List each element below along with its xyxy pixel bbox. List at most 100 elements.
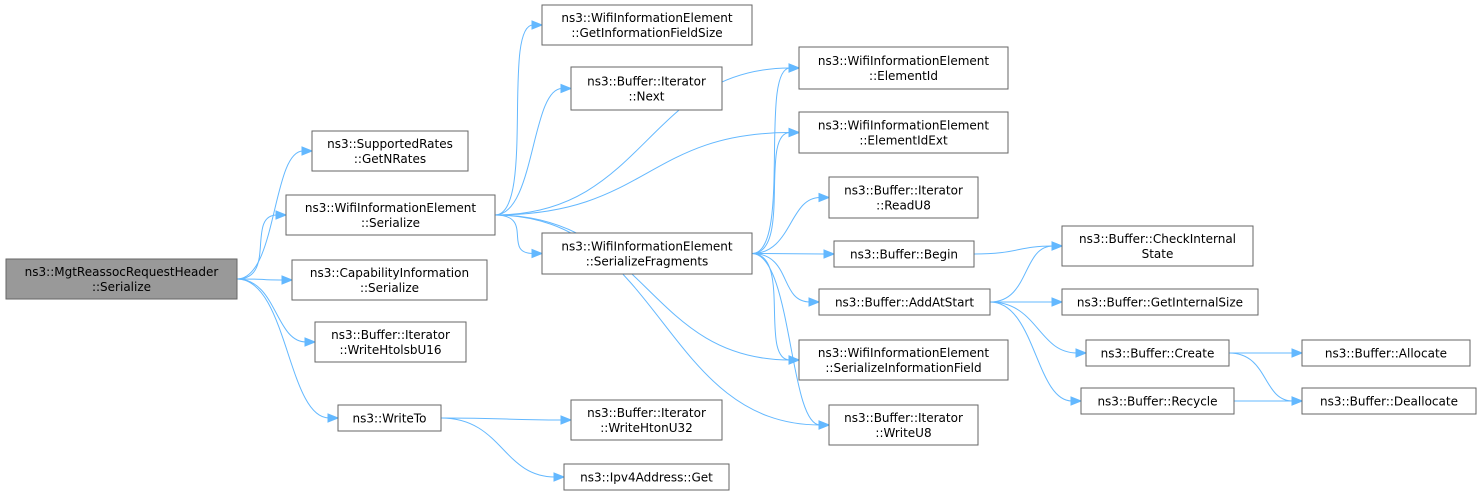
node-wie-serialize[interactable]: ns3::WifiInformationElement::Serialize [285,194,496,236]
edge-buf-addatstart-to-buf-create [989,301,1078,354]
node-box [337,404,442,432]
node-it-next[interactable]: ns3::Buffer::Iterator::Next [570,66,723,111]
node-label: ns3::WriteTo [353,412,427,426]
node-label: ns3::WifiInformationElement [561,11,733,25]
node-box [285,194,496,236]
node-box [1061,288,1259,316]
arrowhead [1051,241,1064,251]
arrowhead [531,248,544,259]
edge-wie-serializefragments-to-wie-serializeinfofield [751,253,791,361]
edge-wie-serializefragments-to-it-readu8 [751,197,821,254]
node-writeto[interactable]: ns3::WriteTo [337,404,442,432]
node-label: ns3::WifiInformationElement [305,201,477,215]
node-it-writeu8[interactable]: ns3::Buffer::Iterator::WriteU8 [828,404,979,446]
node-it-writehtolsbu16[interactable]: ns3::Buffer::Iterator::WriteHtolsbU16 [314,321,467,363]
node-box [798,339,1009,381]
arrowhead [1291,396,1304,406]
node-label: ns3::Buffer::Iterator [844,184,963,198]
edge-wie-serialize-to-wie-elementidext [494,132,791,216]
node-label: ns3::Buffer::Iterator [331,328,450,342]
node-box [828,404,979,446]
node-label: ns3::WifiInformationElement [818,346,990,360]
node-buf-allocate[interactable]: ns3::Buffer::Allocate [1301,339,1471,367]
node-box [311,130,469,172]
edge-wie-serializefragments-to-buf-addatstart [751,253,811,303]
node-box [1061,225,1254,267]
node-label: ns3::Buffer::Allocate [1325,347,1447,361]
node-label: ::SerializeFragments [586,255,709,269]
node-label: ns3::MgtReassocRequestHeader [25,265,219,279]
node-buf-begin[interactable]: ns3::Buffer::Begin [833,240,975,268]
node-buf-getinternalsize[interactable]: ns3::Buffer::GetInternalSize [1061,288,1259,316]
node-box [563,463,730,491]
node-label: ns3::WifiInformationElement [818,54,990,68]
node-label: ns3::Buffer::AddAtStart [835,296,974,310]
arrowhead [553,472,566,482]
edge-wie-serialize-to-wie-elementid [494,67,791,216]
node-wie-serializefragments[interactable]: ns3::WifiInformationElement::SerializeFr… [541,232,753,275]
node-buf-recycle[interactable]: ns3::Buffer::Recycle [1080,387,1235,415]
edge-writeto-to-ipv4-get [440,417,556,478]
arrowhead [1291,348,1304,358]
node-label: ::SerializeInformationField [825,361,981,375]
node-label: ::Serialize [361,216,420,230]
node-box [570,66,723,111]
node-label: ::WriteHtonU32 [600,421,693,435]
node-label: ::WriteU8 [875,426,931,440]
node-box [1080,387,1235,415]
node-label: ::WriteHtolsbU16 [339,343,441,357]
edge-root-to-writeto [236,278,330,419]
node-label: ::ElementIdExt [859,134,948,148]
edge-root-to-capinfo-serialize [236,278,284,281]
arrowhead [788,63,801,73]
edge-buf-addatstart-to-buf-recycle [989,301,1073,402]
node-ipv4-get[interactable]: ns3::Ipv4Address::Get [563,463,730,491]
edge-wie-serialize-to-wie-serializeinfofield [494,214,791,361]
arrowhead [823,249,836,259]
node-box [5,258,238,300]
arrowhead [560,83,573,94]
node-box [798,111,1009,154]
arrowhead [281,275,294,285]
node-wie-elementid[interactable]: ns3::WifiInformationElement::ElementId [798,46,1009,90]
edge-wie-serialize-to-wie-getinfofieldsize [494,24,534,216]
node-wie-getinfofieldsize[interactable]: ns3::WifiInformationElement::GetInformat… [541,4,753,46]
edge-buf-create-to-buf-deallocate [1228,352,1294,402]
arrowhead [301,146,314,156]
node-it-writehtonu32[interactable]: ns3::Buffer::Iterator::WriteHtonU32 [570,399,723,441]
edge-root-to-wie-serialize [236,214,278,280]
node-buf-create[interactable]: ns3::Buffer::Create [1085,339,1230,367]
node-label: ::ElementId [869,69,938,83]
edge-wie-serializefragments-to-buf-begin [751,253,826,255]
node-wie-elementidext[interactable]: ns3::WifiInformationElement::ElementIdEx… [798,111,1009,154]
node-label: ns3::Buffer::CheckInternal [1079,232,1236,246]
edge-buf-addatstart-to-buf-checkinternalstate [989,245,1054,303]
node-label: ns3::Buffer::Iterator [587,75,706,89]
node-label: ns3::CapabilityInformation [310,266,469,280]
node-label: ::Serialize [92,280,151,294]
edge-wie-serialize-to-it-next [494,88,563,216]
node-box [291,259,488,301]
node-buf-addatstart[interactable]: ns3::Buffer::AddAtStart [818,288,991,316]
node-box [818,288,991,316]
node-root[interactable]: ns3::MgtReassocRequestHeader::Serialize [5,258,238,300]
node-label: ::GetInformationFieldSize [571,26,722,40]
node-label: ns3::Buffer::Iterator [844,411,963,425]
node-wie-serializeinfofield[interactable]: ns3::WifiInformationElement::SerializeIn… [798,339,1009,381]
node-label: ns3::Buffer::Iterator [587,406,706,420]
edge-wie-serializefragments-to-wie-elementid [751,67,791,254]
node-box [314,321,467,363]
node-box [798,46,1009,90]
arrowhead [560,415,573,425]
node-label: ns3::SupportedRates [327,137,453,151]
node-buf-deallocate[interactable]: ns3::Buffer::Deallocate [1301,387,1477,415]
node-it-readu8[interactable]: ns3::Buffer::Iterator::ReadU8 [828,176,979,219]
arrowhead [818,192,831,203]
edge-wie-serializefragments-to-wie-elementidext [751,132,791,254]
node-capinfo-serialize[interactable]: ns3::CapabilityInformation::Serialize [291,259,488,301]
edge-wie-serialize-to-it-writeu8 [494,214,821,426]
node-sr-getnrates[interactable]: ns3::SupportedRates::GetNRates [311,130,469,172]
arrowhead [818,420,831,430]
